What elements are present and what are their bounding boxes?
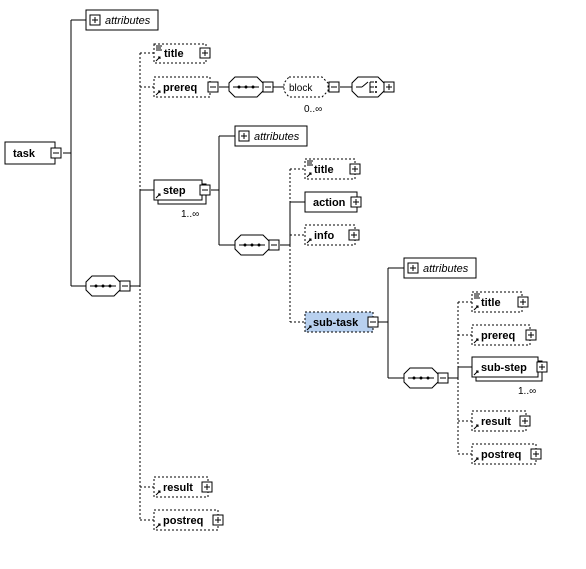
title-element[interactable]: title (153, 43, 211, 64)
action-element[interactable]: action (304, 191, 362, 213)
postreq-element[interactable]: postreq (153, 509, 224, 531)
reference-arrow-icon (306, 172, 312, 178)
result-element[interactable]: result (153, 476, 213, 498)
block-group[interactable]: block 0..∞ (283, 76, 340, 115)
reference-arrow-icon (473, 305, 479, 311)
text-content-icon (307, 160, 313, 166)
reference-arrow-icon (306, 238, 312, 244)
reference-arrow-icon (473, 338, 479, 344)
collapse-icon[interactable] (367, 316, 379, 328)
expand-icon[interactable] (89, 14, 101, 26)
reference-arrow-icon (155, 90, 161, 96)
connector-lines (63, 19, 472, 521)
task-element[interactable]: task (4, 141, 62, 165)
title-label: title (164, 48, 184, 60)
reference-arrow-icon (473, 424, 479, 430)
step-title-element[interactable]: title (304, 158, 361, 180)
postreq-label: postreq (481, 449, 521, 461)
reference-arrow-icon (473, 370, 479, 376)
reference-arrow-icon (306, 325, 312, 331)
block-label: block (289, 83, 313, 94)
sub-task-attributes[interactable]: attributes (403, 257, 477, 279)
sequence-compositor[interactable] (85, 275, 131, 297)
reference-arrow-icon (155, 193, 161, 199)
prereq-label: prereq (163, 82, 197, 94)
attributes-label: attributes (105, 15, 151, 27)
collapse-icon[interactable] (262, 81, 274, 93)
step-cardinality: 1..∞ (181, 209, 199, 220)
info-label: info (314, 230, 334, 242)
expand-icon[interactable] (536, 361, 548, 373)
postreq-label: postreq (163, 515, 203, 527)
attributes-label: attributes (423, 263, 469, 275)
expand-icon[interactable] (383, 81, 395, 93)
collapse-icon[interactable] (50, 147, 62, 159)
collapse-icon[interactable] (328, 81, 340, 93)
sub-task-prereq-element[interactable]: prereq (471, 324, 537, 346)
sub-step-label: sub-step (481, 362, 527, 374)
reference-arrow-icon (473, 457, 479, 463)
collapse-icon[interactable] (268, 239, 280, 251)
step-sequence-compositor[interactable] (234, 234, 280, 256)
block-cardinality: 0..∞ (304, 104, 322, 115)
result-label: result (481, 416, 511, 428)
collapse-icon[interactable] (119, 280, 131, 292)
expand-icon[interactable] (519, 415, 531, 427)
attributes-label: attributes (254, 131, 300, 143)
choice-compositor[interactable] (351, 76, 395, 98)
reference-arrow-icon (155, 523, 161, 529)
sub-task-label: sub-task (313, 317, 359, 329)
collapse-icon[interactable] (437, 372, 449, 384)
sub-task-title-element[interactable]: title (471, 291, 529, 313)
expand-icon[interactable] (201, 481, 213, 493)
prereq-element[interactable]: prereq (153, 76, 219, 98)
expand-icon[interactable] (517, 296, 529, 308)
expand-icon[interactable] (238, 130, 250, 142)
step-label: step (163, 185, 186, 197)
expand-icon[interactable] (407, 262, 419, 274)
choice-switch-icon (356, 81, 377, 93)
collapse-icon[interactable] (199, 184, 211, 196)
info-element[interactable]: info (304, 224, 360, 246)
task-label: task (13, 148, 36, 160)
expand-icon[interactable] (350, 196, 362, 208)
step-attributes[interactable]: attributes (234, 125, 308, 147)
expand-icon[interactable] (525, 329, 537, 341)
action-label: action (313, 197, 346, 209)
prereq-label: prereq (481, 330, 515, 342)
title-label: title (314, 164, 334, 176)
collapse-icon[interactable] (207, 81, 219, 93)
sub-step-cardinality: 1..∞ (518, 386, 536, 397)
prereq-sequence-compositor[interactable] (228, 76, 274, 98)
reference-arrow-icon (155, 56, 161, 62)
sub-task-sequence-compositor[interactable] (403, 367, 449, 389)
step-element[interactable]: step 1..∞ (153, 179, 211, 220)
result-label: result (163, 482, 193, 494)
sub-step-element[interactable]: sub-step 1..∞ (471, 356, 548, 397)
reference-arrow-icon (155, 490, 161, 496)
text-content-icon (474, 293, 480, 299)
text-content-icon (156, 45, 162, 51)
task-attributes[interactable]: attributes (85, 9, 159, 31)
sub-task-element[interactable]: sub-task (304, 311, 379, 333)
expand-icon[interactable] (530, 448, 542, 460)
expand-icon[interactable] (348, 229, 360, 241)
expand-icon[interactable] (199, 47, 211, 59)
expand-icon[interactable] (212, 514, 224, 526)
sub-task-result-element[interactable]: result (471, 410, 531, 432)
title-label: title (481, 297, 501, 309)
expand-icon[interactable] (349, 163, 361, 175)
sub-task-postreq-element[interactable]: postreq (471, 443, 542, 465)
